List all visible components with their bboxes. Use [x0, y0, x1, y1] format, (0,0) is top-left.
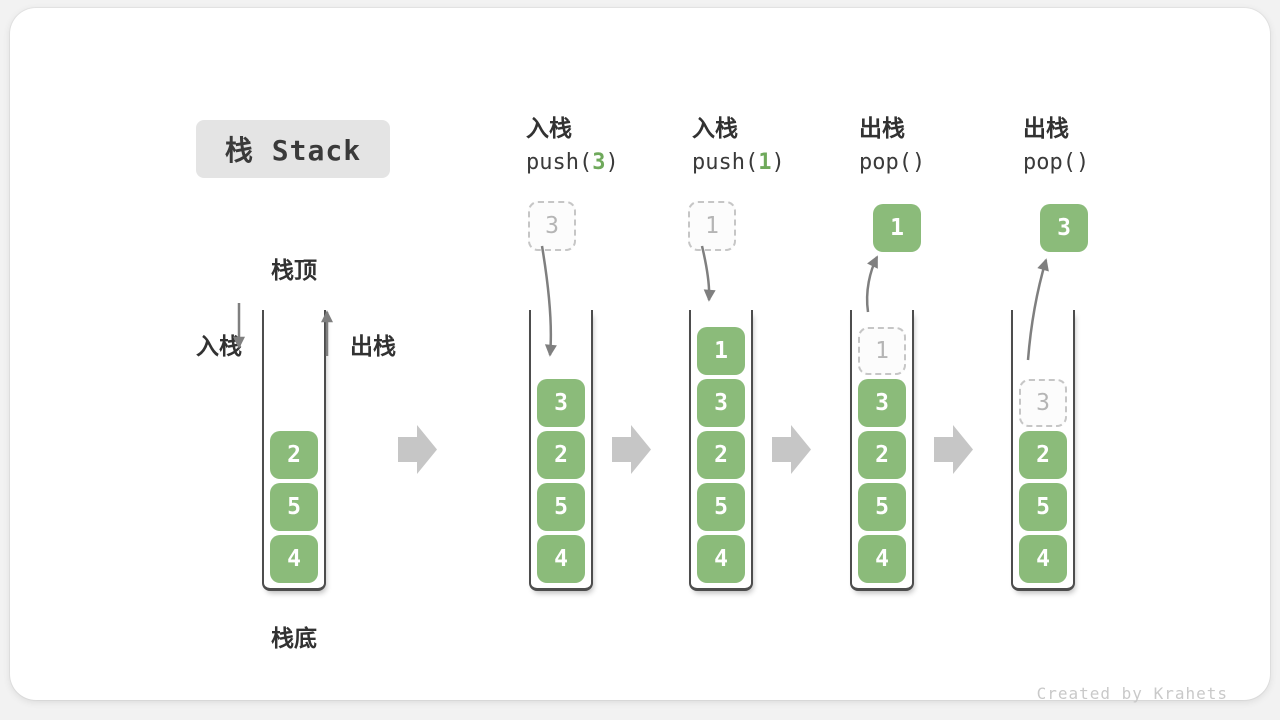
stack-element: 2 [537, 431, 585, 479]
code-arg: 1 [758, 150, 772, 175]
stack-element: 5 [697, 483, 745, 531]
pop-side-label: 出栈 [350, 333, 396, 359]
stack-bottom-label: 栈底 [271, 625, 317, 651]
stack-element: 5 [858, 483, 906, 531]
stack-element: 3 [537, 379, 585, 427]
push-side-label: 入栈 [196, 333, 242, 359]
step-header-pop1: 出栈 pop() [859, 114, 925, 177]
code-pre: pop() [1023, 150, 1090, 175]
stack-element: 2 [270, 431, 318, 479]
popped-element: 3 [1040, 204, 1088, 252]
stack-element: 4 [270, 535, 318, 583]
stack-element: 1 [697, 327, 745, 375]
staged-element: 1 [688, 201, 736, 251]
figure-title: 栈 Stack [196, 120, 390, 178]
stack-element: 2 [858, 431, 906, 479]
stack-element: 5 [1019, 483, 1067, 531]
stack-element: 4 [858, 535, 906, 583]
stack-element: 3 [697, 379, 745, 427]
step-code: push(3) [526, 149, 619, 177]
step-op-label: 入栈 [692, 115, 738, 141]
code-arg: 3 [592, 150, 606, 175]
stack-element: 4 [697, 535, 745, 583]
code-post: ) [605, 150, 619, 175]
step-header-push1: 入栈 push(1) [692, 114, 785, 177]
stack-element: 5 [537, 483, 585, 531]
step-code: push(1) [692, 149, 785, 177]
stack-element: 3 [858, 379, 906, 427]
stack-element: 4 [1019, 535, 1067, 583]
ghost-element: 3 [1019, 379, 1067, 427]
step-header-pop3: 出栈 pop() [1023, 114, 1089, 177]
code-post: ) [771, 150, 785, 175]
stack-element: 2 [697, 431, 745, 479]
stack-element: 4 [537, 535, 585, 583]
code-pre: push( [692, 150, 759, 175]
step-header-push3: 入栈 push(3) [526, 114, 619, 177]
code-pre: pop() [859, 150, 926, 175]
stack-element: 2 [1019, 431, 1067, 479]
step-op-label: 出栈 [1023, 115, 1069, 141]
step-op-label: 出栈 [859, 115, 905, 141]
code-pre: push( [526, 150, 593, 175]
credit-text: Created by Krahets [1036, 684, 1228, 703]
step-code: pop() [1023, 149, 1089, 177]
figure-card: 栈 Stack 栈顶 栈底 入栈 出栈 入栈 push(3) 入栈 push(1… [10, 8, 1270, 703]
step-code: pop() [859, 149, 925, 177]
staged-element: 3 [528, 201, 576, 251]
ghost-element: 1 [858, 327, 906, 375]
stack-top-label: 栈顶 [271, 257, 317, 283]
stack-element: 5 [270, 483, 318, 531]
step-op-label: 入栈 [526, 115, 572, 141]
popped-element: 1 [873, 204, 921, 252]
